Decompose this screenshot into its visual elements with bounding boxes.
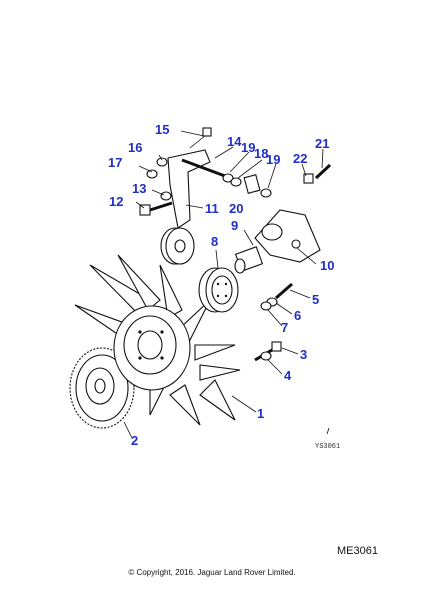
callout-18: 18 (254, 146, 268, 161)
pulley-part-8[interactable] (198, 267, 239, 313)
bolt-part-15[interactable] (189, 127, 212, 149)
nut-part-17[interactable] (146, 169, 158, 179)
callout-2: 2 (131, 433, 138, 448)
callout-5: 5 (312, 292, 319, 307)
callout-12: 12 (109, 194, 123, 209)
callout-14: 14 (227, 134, 242, 149)
washer-part-4[interactable] (260, 351, 272, 361)
callout-15: 15 (155, 122, 169, 137)
fan-blade-part-1[interactable] (74, 254, 241, 426)
callout-11: 11 (205, 201, 219, 216)
callout-6: 6 (294, 308, 301, 323)
callout-17: 17 (108, 155, 122, 170)
drawing-code: YS3061 (315, 443, 340, 451)
callout-13: 13 (132, 181, 146, 196)
spacer-part-18[interactable] (230, 177, 242, 187)
copyright-notice: © Copyright, 2016. Jaguar Land Rover Lim… (128, 568, 296, 577)
long-bolt-part-14[interactable] (181, 158, 226, 178)
callout-16: 16 (128, 140, 142, 155)
drawing-code-tick (326, 427, 330, 435)
callout-3: 3 (300, 347, 307, 362)
callout-labels: 15 14 19 18 19 16 17 13 12 11 20 21 22 9… (108, 122, 334, 448)
water-pump-part-10[interactable] (254, 209, 321, 263)
spindle-part-9[interactable] (234, 246, 264, 274)
callout-9: 9 (231, 218, 238, 233)
callout-4: 4 (284, 368, 292, 383)
idler-arm-part-11[interactable] (160, 149, 211, 265)
callout-21: 21 (315, 136, 329, 151)
bolt-part-12[interactable] (139, 201, 173, 216)
leader-lines (123, 130, 324, 439)
nut-part-22[interactable] (303, 173, 314, 184)
washer-part-19b[interactable] (260, 188, 272, 198)
washer-part-16[interactable] (156, 157, 168, 167)
nut-part-7[interactable] (260, 301, 272, 311)
bolt-part-21[interactable] (314, 163, 332, 180)
bolt-part-5[interactable] (275, 282, 293, 300)
figure-reference: ME3061 (337, 545, 378, 557)
callout-22: 22 (293, 151, 307, 166)
callout-19b: 19 (266, 152, 280, 167)
callout-7: 7 (281, 320, 288, 335)
callout-20: 20 (229, 201, 243, 216)
bracket-part-20[interactable] (243, 174, 261, 194)
callout-10: 10 (320, 258, 334, 273)
washer-part-13[interactable] (160, 191, 172, 201)
callout-19a: 19 (241, 140, 255, 155)
callout-8: 8 (211, 234, 218, 249)
callout-1: 1 (257, 406, 264, 421)
washer-part-19a[interactable] (222, 173, 234, 183)
